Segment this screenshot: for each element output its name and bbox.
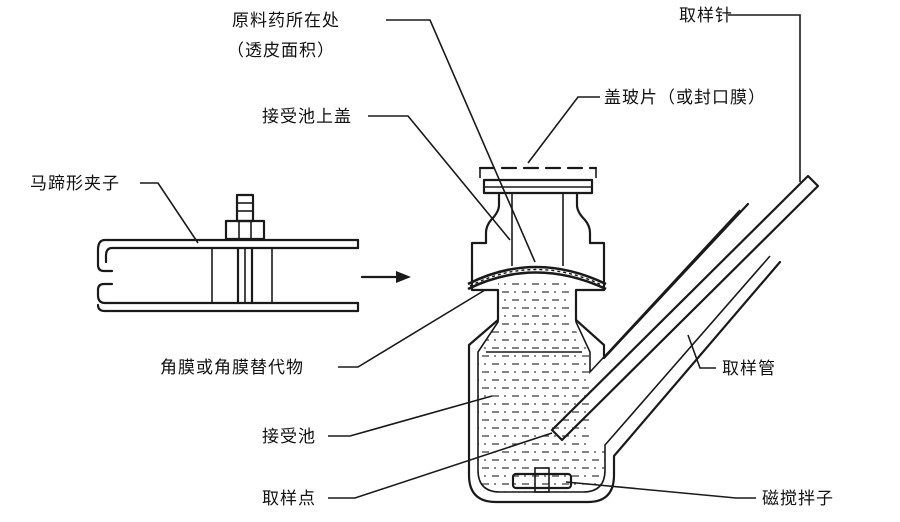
sampling-tube-label: 取样管 xyxy=(722,359,776,379)
sampling-needle-label: 取样针 xyxy=(679,6,733,26)
direction-arrow xyxy=(360,271,411,283)
leader-lines xyxy=(140,14,801,499)
receptor-cell-label: 接受池 xyxy=(262,427,316,447)
stir-bar xyxy=(511,467,573,493)
raw-drug-sublabel: （透皮面积） xyxy=(227,41,335,61)
membrane-label: 角膜或角膜替代物 xyxy=(160,358,304,378)
horseshoe-clamp-label: 马蹄形夹子 xyxy=(30,174,120,194)
cornea-membrane xyxy=(467,265,607,291)
horseshoe-clamp xyxy=(96,193,360,313)
receptor-cap xyxy=(470,178,606,269)
raw-drug-label: 原料药所在处 xyxy=(232,11,340,31)
stir-bar-label: 磁搅拌子 xyxy=(762,489,834,509)
receptor-cap-label: 接受池上盖 xyxy=(262,107,352,127)
sampling-needle xyxy=(550,174,820,442)
sampling-point-label: 取样点 xyxy=(262,489,316,509)
cover-glass xyxy=(478,166,598,178)
cover-glass-label: 盖玻片（或封口膜） xyxy=(604,88,766,108)
